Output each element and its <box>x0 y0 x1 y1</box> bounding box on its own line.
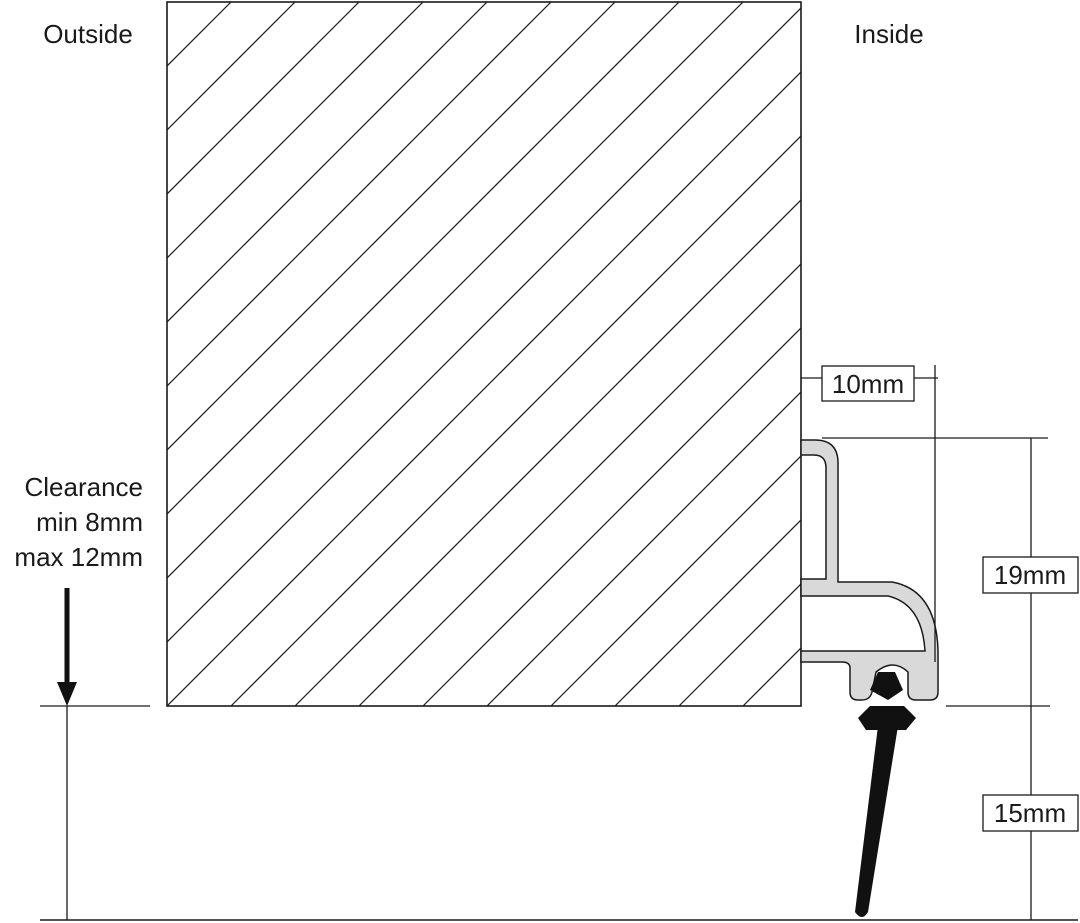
hatch-line <box>807 2 1080 706</box>
hatch-line <box>167 2 232 67</box>
profile-height-box <box>982 556 1079 594</box>
door-leaf <box>166 1 1080 707</box>
hatch-line <box>678 583 801 706</box>
hatch-line <box>422 327 801 706</box>
hatch-line <box>550 455 801 706</box>
hatch-line <box>167 2 616 451</box>
clearance-arrow-icon <box>57 682 77 706</box>
outside-label: Outside <box>43 19 133 49</box>
hatch-line <box>167 2 680 515</box>
hatch-line <box>294 199 801 706</box>
door-hatching <box>167 2 1080 706</box>
hatch-line <box>167 71 801 706</box>
width-dimension-box <box>821 365 915 402</box>
inside-label: Inside <box>854 19 923 49</box>
hatch-line <box>358 263 801 706</box>
hatch-line <box>167 2 168 3</box>
hatch-line <box>167 2 552 387</box>
door-outline <box>166 1 802 707</box>
hatch-line <box>614 519 801 706</box>
hatch-line <box>230 135 801 706</box>
brush-barb <box>858 706 916 730</box>
height-dimension: 19mm 15mm <box>822 437 1079 920</box>
hatch-line <box>167 2 744 579</box>
hatch-line <box>167 2 296 131</box>
clearance-label-line3: max 12mm <box>14 542 143 572</box>
brush-insert <box>855 672 916 917</box>
seal-profile <box>800 439 939 701</box>
hatch-line <box>167 2 360 195</box>
clearance-label-line2: min 8mm <box>36 507 143 537</box>
hatch-line <box>167 2 424 259</box>
brush-bristles <box>855 726 898 917</box>
brush-height-label: 15mm <box>994 798 1066 828</box>
brush-head <box>870 672 903 700</box>
hatch-line <box>167 7 801 643</box>
width-dimension-label: 10mm <box>832 369 904 399</box>
hatch-line <box>167 2 488 323</box>
hatch-line <box>486 391 801 706</box>
brush-height-box <box>982 794 1079 832</box>
profile-height-label: 19mm <box>994 560 1066 590</box>
width-dimension: 10mm <box>801 365 938 662</box>
clearance-label-line1: Clearance <box>24 472 143 502</box>
